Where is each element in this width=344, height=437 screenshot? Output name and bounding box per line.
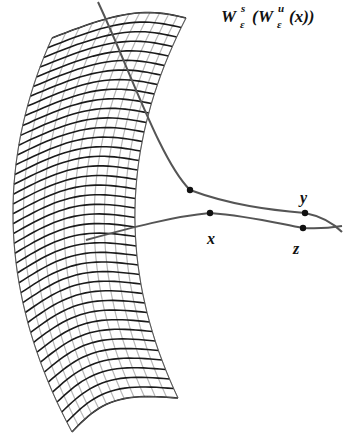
orbit-curve bbox=[98, 2, 342, 232]
strand-line bbox=[13, 195, 135, 224]
subscript: ε bbox=[240, 19, 245, 30]
strand-line bbox=[25, 89, 154, 116]
strand-line bbox=[28, 291, 143, 323]
strand-line bbox=[13, 166, 137, 194]
strand-line bbox=[41, 329, 153, 362]
point-label: z bbox=[292, 241, 300, 257]
strand-line bbox=[13, 185, 136, 214]
strand-line bbox=[72, 397, 178, 432]
strand-line bbox=[25, 281, 141, 312]
bracket: (x)) bbox=[289, 8, 314, 25]
strand-line bbox=[13, 176, 137, 205]
strand-line bbox=[16, 233, 135, 263]
point-dot bbox=[300, 225, 306, 231]
point-label: y bbox=[299, 190, 308, 206]
point-label: x bbox=[206, 231, 216, 247]
strand-line bbox=[15, 224, 135, 254]
strand-line bbox=[15, 147, 140, 175]
subscript: ε bbox=[277, 19, 282, 30]
point-dot bbox=[207, 210, 213, 216]
strand-line bbox=[37, 320, 150, 353]
strand-line bbox=[14, 156, 139, 184]
manifold-symbol: W bbox=[221, 8, 236, 25]
strand-line bbox=[34, 310, 147, 342]
strand-line bbox=[17, 243, 136, 273]
surface-outline bbox=[13, 13, 186, 433]
strand-line bbox=[19, 252, 137, 282]
bracket: ( bbox=[252, 8, 258, 25]
superscript: u bbox=[278, 3, 284, 14]
strand-line bbox=[31, 300, 145, 332]
strand-line bbox=[67, 387, 174, 422]
strand-line bbox=[30, 70, 161, 96]
strand-line bbox=[23, 272, 139, 303]
strand-line bbox=[17, 128, 144, 155]
strand-line bbox=[14, 214, 135, 244]
strand-line bbox=[21, 262, 138, 293]
strand-line bbox=[14, 204, 136, 233]
strand-line bbox=[19, 118, 147, 145]
point-dot bbox=[302, 210, 308, 216]
strand-line bbox=[62, 377, 170, 412]
strand-line bbox=[21, 108, 149, 135]
manifold-symbol: W bbox=[258, 8, 273, 25]
point-dot bbox=[187, 187, 193, 193]
strand-line bbox=[16, 137, 142, 165]
strand-line bbox=[23, 99, 152, 126]
superscript: s bbox=[241, 3, 245, 14]
